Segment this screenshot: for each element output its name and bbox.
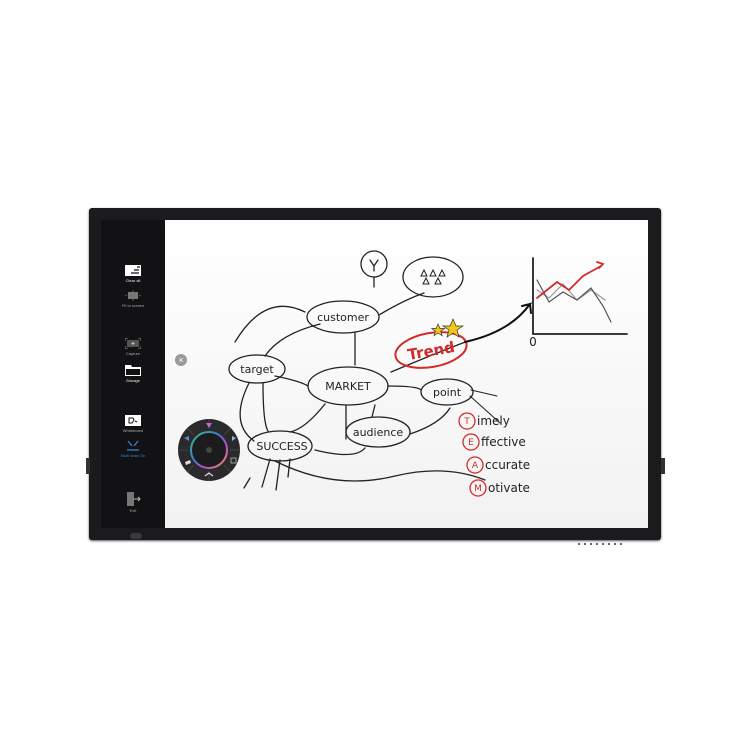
sidebar-item-label: Whiteboard — [122, 428, 144, 433]
acronym-letter: T — [463, 417, 470, 427]
node-target: target — [240, 363, 274, 376]
node-audience: audience — [353, 426, 404, 439]
indicator-leds — [578, 532, 626, 550]
node-customer: customer — [317, 311, 369, 324]
camera-sensor — [130, 533, 142, 539]
acronym-word: ccurate — [485, 458, 530, 472]
node-point: point — [433, 386, 462, 399]
fit-to-screen-icon — [125, 290, 141, 301]
node-trend: Trend — [406, 338, 456, 364]
eraser-icon — [185, 460, 191, 465]
right-handle — [661, 458, 665, 474]
undo-icon — [204, 472, 214, 477]
acronym-letter: A — [472, 461, 479, 471]
trend-bubble — [394, 331, 468, 369]
sidebar-item-label: Clear all — [125, 278, 141, 283]
chart-origin-label: 0 — [529, 335, 537, 349]
clear-all-button[interactable]: Clear all — [101, 265, 165, 283]
whiteboard-button[interactable]: Whiteboard — [101, 415, 165, 433]
folder-icon — [125, 365, 141, 376]
acronym-word: imely — [477, 414, 510, 428]
clear-all-icon — [125, 265, 141, 276]
person-bubble — [360, 250, 388, 278]
acronym-letter: E — [468, 438, 474, 448]
sidebar-item-label: Capture — [125, 351, 141, 356]
pen-cyan-icon — [232, 436, 236, 441]
pen-tool-wheel[interactable] — [178, 419, 240, 481]
whiteboard-canvas[interactable]: customer MARKET target SUCCESS audience … — [165, 220, 648, 528]
star-icon — [430, 323, 446, 337]
point-bubble — [420, 378, 474, 406]
sidebar: Clear all Fit to screen Capture Storage … — [101, 220, 165, 528]
left-handle — [86, 458, 90, 474]
pen-magenta-icon — [206, 423, 212, 428]
close-button[interactable]: × — [175, 354, 187, 366]
capture-icon — [125, 338, 141, 349]
capture-button[interactable]: Capture — [101, 338, 165, 356]
select-icon — [230, 457, 237, 464]
pen-blue-icon — [184, 436, 189, 441]
acronym-letter: M — [474, 484, 482, 494]
group-bubble — [402, 256, 464, 298]
node-success: SUCCESS — [256, 440, 307, 453]
sidebar-item-label: Multi draw On — [120, 453, 146, 458]
acronym-word: otivate — [488, 481, 530, 495]
sidebar-item-label: Storage — [125, 378, 140, 383]
node-market: MARKET — [325, 380, 371, 393]
exit-button[interactable]: Exit — [101, 492, 165, 513]
fit-to-screen-button[interactable]: Fit to screen — [101, 290, 165, 308]
sidebar-item-label: Exit — [129, 508, 137, 513]
whiteboard-icon — [125, 415, 141, 426]
storage-button[interactable]: Storage — [101, 365, 165, 383]
exit-icon — [127, 492, 141, 506]
multi-draw-toggle[interactable]: Multi draw On — [101, 440, 165, 458]
screen: Clear all Fit to screen Capture Storage … — [101, 220, 648, 528]
drawing: customer MARKET target SUCCESS audience … — [178, 250, 628, 497]
sidebar-item-label: Fit to screen — [121, 303, 144, 308]
star-icon — [441, 318, 465, 338]
target-bubble — [228, 354, 286, 384]
multi-draw-icon — [127, 440, 139, 451]
acronym-word: ffective — [481, 435, 526, 449]
customer-bubble — [306, 300, 380, 334]
